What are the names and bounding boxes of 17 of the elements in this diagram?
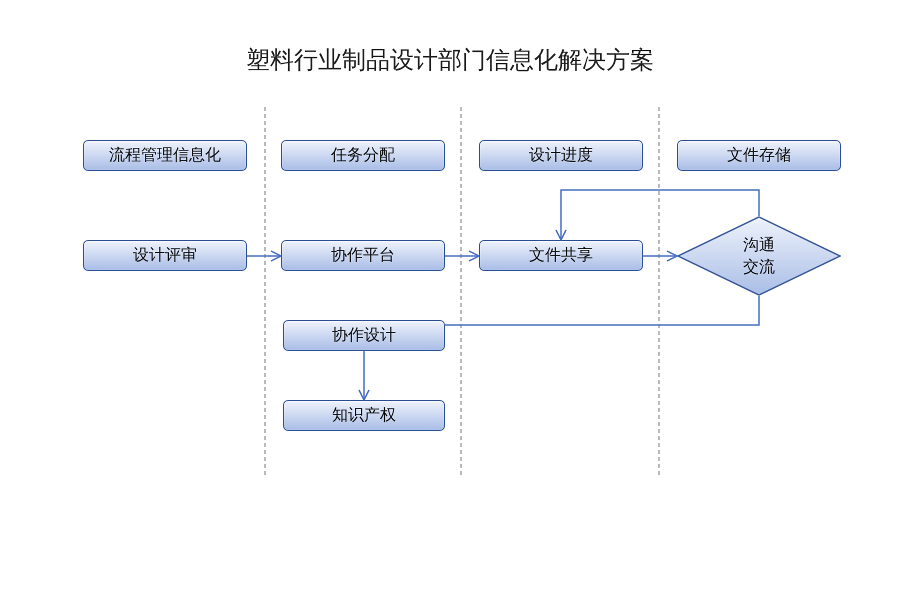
process-box: 设计进度 <box>479 140 643 171</box>
process-box: 设计评审 <box>83 240 247 271</box>
arrow <box>555 189 760 241</box>
process-box: 协作设计 <box>283 320 445 351</box>
process-box: 协作平台 <box>281 240 445 271</box>
decision-diamond: 沟通交流 <box>677 216 841 296</box>
process-box: 流程管理信息化 <box>83 140 247 171</box>
process-box: 文件存储 <box>677 140 841 171</box>
process-box: 文件共享 <box>479 240 643 271</box>
process-box: 知识产权 <box>283 400 445 431</box>
arrow <box>643 250 678 262</box>
connector-line <box>445 296 760 326</box>
arrow <box>445 250 480 262</box>
arrow <box>247 250 282 262</box>
process-box: 任务分配 <box>281 140 445 171</box>
title: 塑料行业制品设计部门信息化解决方案 <box>245 45 655 76</box>
arrow <box>358 351 370 401</box>
